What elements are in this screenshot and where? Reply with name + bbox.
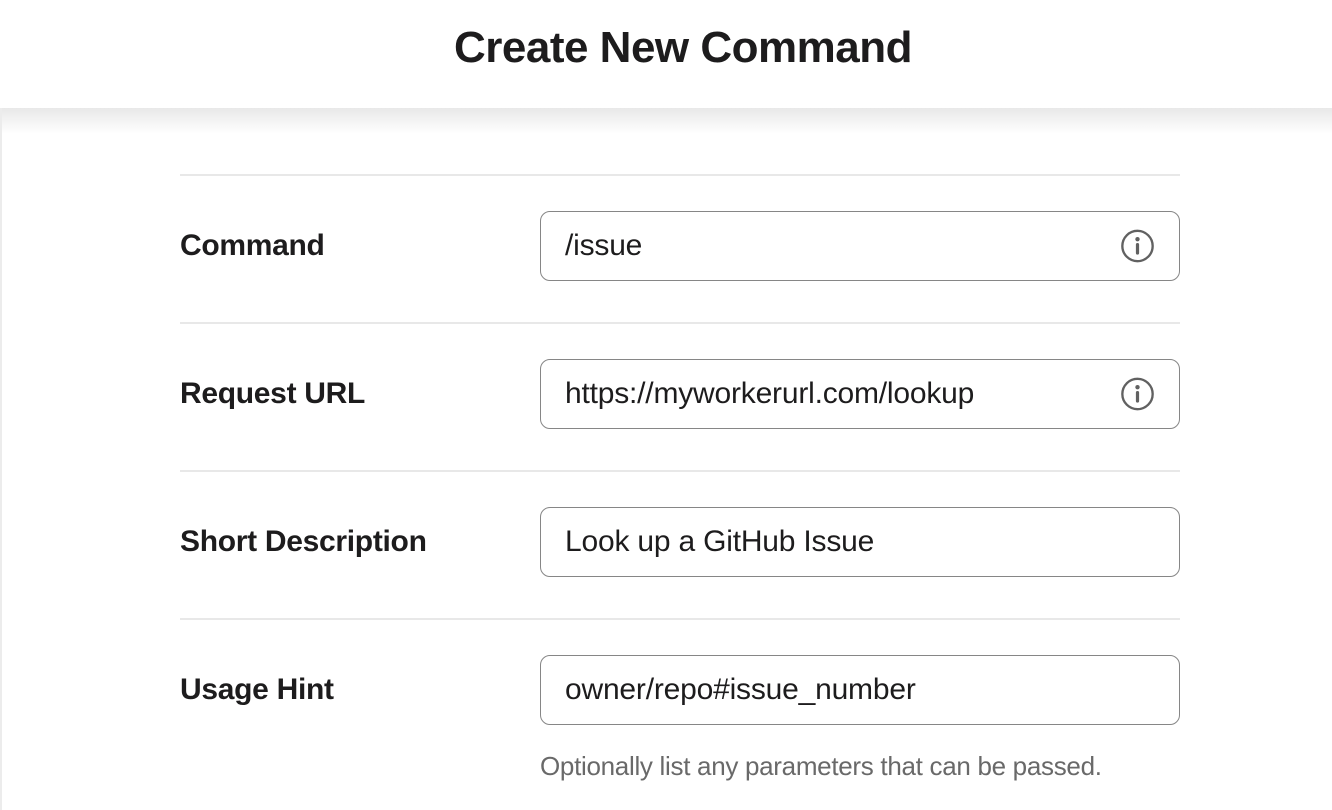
info-icon[interactable]: [1120, 377, 1155, 412]
request-url-label: Request URL: [180, 377, 366, 410]
form-row-short-description: Short Description: [180, 470, 1180, 618]
command-input[interactable]: [540, 211, 1180, 281]
usage-hint-helper-text: Optionally list any parameters that can …: [540, 751, 1102, 781]
short-description-label: Short Description: [180, 525, 427, 558]
command-field-col: [540, 211, 1180, 281]
form-row-usage-hint: Usage Hint Optionally list any parameter…: [180, 618, 1180, 810]
form-row-request-url: Request URL: [180, 322, 1180, 470]
left-edge-divider: [0, 108, 2, 810]
command-label: Command: [180, 229, 325, 262]
request-url-input[interactable]: [540, 359, 1180, 429]
request-url-field-col: [540, 359, 1180, 429]
page-title: Create New Command: [453, 23, 913, 72]
usage-hint-field-col: Optionally list any parameters that can …: [540, 655, 1180, 782]
usage-hint-input[interactable]: [540, 655, 1180, 725]
short-description-input-wrap: [540, 507, 1180, 577]
short-description-field-col: [540, 507, 1180, 577]
page-header: Create New Command: [0, 0, 1332, 108]
form-row-command: Command: [180, 174, 1180, 322]
command-input-wrap: [540, 211, 1180, 281]
header-shadow: [0, 108, 1332, 134]
info-icon[interactable]: [1120, 229, 1155, 264]
short-description-input[interactable]: [540, 507, 1180, 577]
request-url-input-wrap: [540, 359, 1180, 429]
usage-hint-label: Usage Hint: [180, 673, 334, 706]
usage-hint-input-wrap: [540, 655, 1180, 725]
create-command-form: Command Request URL: [0, 134, 1332, 810]
